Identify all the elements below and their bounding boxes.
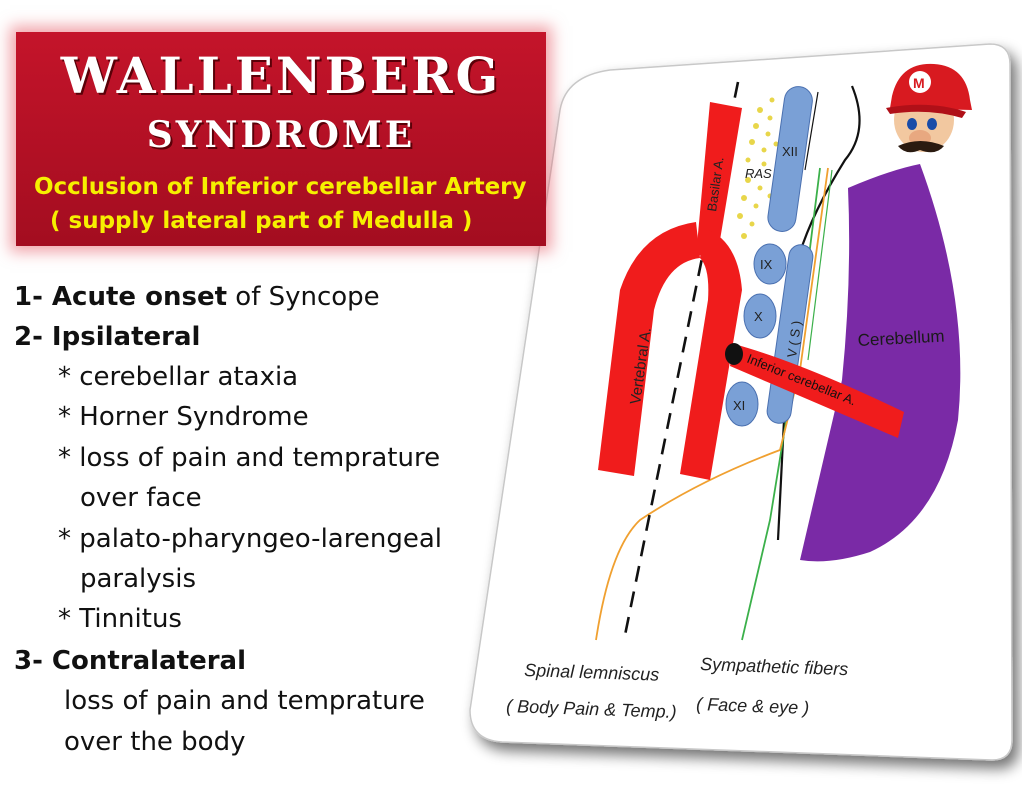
midline-dashed bbox=[622, 81, 740, 641]
ipsi-palato-paralysis-cont: paralysis bbox=[80, 564, 196, 594]
list-item-acute-onset-bold: 1- Acute onset bbox=[14, 282, 228, 312]
title-supply-line: ( supply lateral part of Medulla ) bbox=[50, 208, 473, 234]
spinal-lemniscus-line bbox=[595, 167, 829, 641]
svg-text:M: M bbox=[913, 75, 925, 91]
nucleus-v-label: V ( S ) bbox=[784, 320, 804, 359]
ipsi-tinnitus: * Tinnitus bbox=[58, 604, 182, 634]
contra-over-body: over the body bbox=[64, 727, 246, 757]
spinal-lemniscus-label: Spinal lemniscus bbox=[524, 660, 660, 685]
ipsi-palato-paralysis: * palato-pharyngeo-larengeal bbox=[58, 524, 442, 554]
vertebral-artery-left bbox=[598, 222, 700, 476]
sympathetic-tract-line-2 bbox=[807, 169, 833, 361]
ipsi-loss-pain-temp: * loss of pain and temprature bbox=[58, 443, 441, 473]
nucleus-ix bbox=[753, 243, 787, 285]
nucleus-xi bbox=[725, 381, 759, 427]
nucleus-xii-label: XII bbox=[782, 144, 798, 159]
title-main: WALLENBERG bbox=[60, 46, 502, 105]
contra-loss-pain-temp: loss of pain and temprature bbox=[64, 686, 425, 716]
mario-head-icon: M bbox=[886, 63, 972, 153]
ras-label: RAS bbox=[745, 166, 772, 181]
nucleus-ix-label: IX bbox=[760, 257, 773, 272]
occlusion-marker bbox=[725, 343, 743, 365]
nucleus-x bbox=[743, 293, 777, 339]
title-occlusion-line: Occlusion of Inferior cerebellar Artery bbox=[34, 174, 527, 200]
ras-dots bbox=[737, 97, 779, 239]
nucleus-x-label: X bbox=[754, 309, 763, 324]
inferior-cerebellar-artery bbox=[730, 344, 904, 438]
ipsi-loss-pain-temp-cont: over face bbox=[80, 483, 202, 513]
ipsi-horner-syndrome: * Horner Syndrome bbox=[58, 402, 309, 432]
cerebellum-label: Cerebellum bbox=[857, 326, 945, 350]
title-banner: WALLENBERG SYNDROME Occlusion of Inferio… bbox=[16, 32, 546, 246]
list-item-contralateral: 3- Contralateral bbox=[14, 646, 246, 676]
nucleus-xi-label: XI bbox=[733, 398, 745, 413]
ipsi-cerebellar-ataxia: * cerebellar ataxia bbox=[58, 362, 299, 392]
basilar-artery bbox=[696, 102, 742, 256]
title-sub: SYNDROME bbox=[146, 114, 416, 156]
hypoglossal-nucleus bbox=[767, 86, 813, 232]
list-item-ipsilateral: 2- Ipsilateral bbox=[14, 322, 201, 352]
sympathetic-sub: ( Face & eye ) bbox=[696, 694, 810, 718]
list-item-acute-onset-rest: of Syncope bbox=[227, 282, 380, 312]
cerebellum-shape bbox=[800, 164, 961, 562]
list-item-acute-onset: 1- Acute onset of Syncope bbox=[14, 282, 380, 312]
vertebral-artery-right bbox=[680, 228, 742, 480]
brainstem-inner-outline bbox=[804, 91, 819, 171]
